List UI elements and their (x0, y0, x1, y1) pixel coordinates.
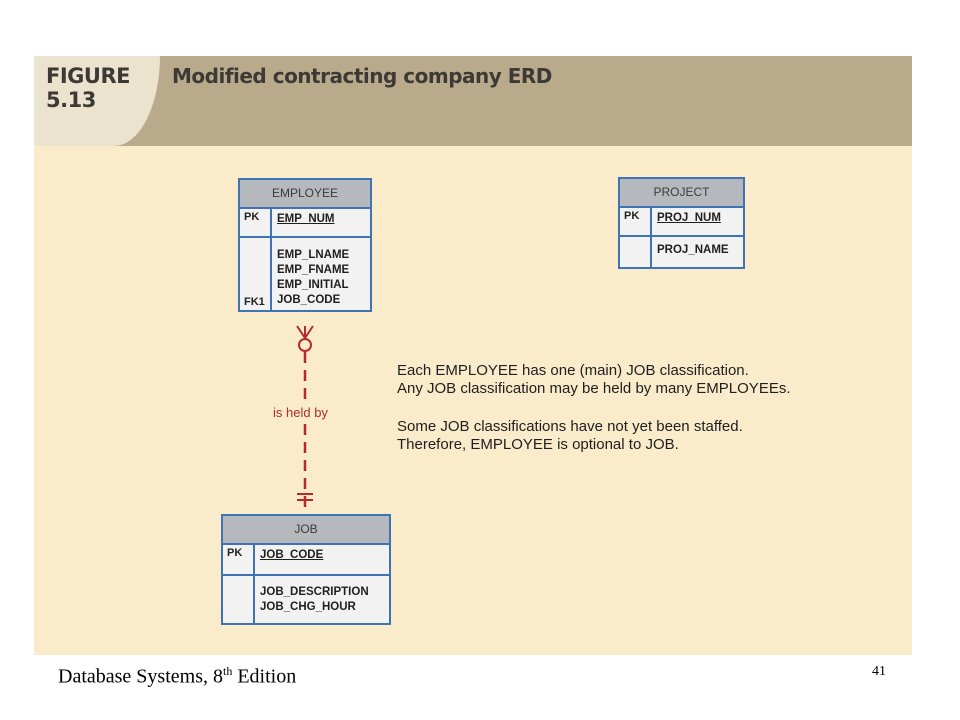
diagram-notes: Each EMPLOYEE has one (main) JOB classif… (397, 362, 791, 454)
pk-attribute: PROJ_NUM (652, 208, 743, 235)
attribute: JOB_CHG_HOUR (260, 601, 356, 613)
fk-key: FK1 (240, 238, 272, 310)
attribute-list: JOB_DESCRIPTION JOB_CHG_HOUR (255, 576, 389, 623)
key-spacer (223, 576, 255, 623)
note-line: Any JOB classification may be held by ma… (397, 380, 791, 397)
book-edition-sup: th (222, 664, 233, 678)
entity-name: JOB (223, 516, 389, 545)
figure-panel: FIGURE 5.13 Modified contracting company… (34, 56, 912, 655)
book-name: Database Systems, 8 (58, 665, 223, 688)
pk-attribute-name: JOB_CODE (260, 549, 324, 561)
pk-attribute: EMP_NUM (272, 209, 370, 236)
note-line: Each EMPLOYEE has one (main) JOB classif… (397, 362, 749, 379)
pk-key: PK (240, 209, 272, 236)
pk-attribute-name: PROJ_NUM (657, 212, 721, 224)
pk-key: PK (620, 208, 652, 235)
attribute-list: PROJ_NAME (652, 237, 743, 267)
pk-row: PK JOB_CODE (223, 545, 389, 576)
attribute-row: FK1 EMP_LNAME EMP_FNAME EMP_INITIAL JOB_… (240, 238, 370, 310)
book-suffix: Edition (232, 665, 297, 688)
pk-attribute-name: EMP_NUM (277, 213, 335, 225)
figure-label-word: FIGURE (46, 64, 130, 88)
figure-label: FIGURE 5.13 (46, 64, 130, 112)
pk-key: PK (223, 545, 255, 574)
attribute-row: PROJ_NAME (620, 237, 743, 267)
figure-tab (34, 56, 160, 146)
figure-header: FIGURE 5.13 Modified contracting company… (34, 56, 912, 146)
pk-attribute: JOB_CODE (255, 545, 389, 574)
entity-name: PROJECT (620, 179, 743, 208)
entity-name: EMPLOYEE (240, 180, 370, 209)
note-line: Some JOB classifications have not yet be… (397, 418, 743, 435)
page-number: 41 (872, 664, 886, 679)
attribute-row: JOB_DESCRIPTION JOB_CHG_HOUR (223, 576, 389, 623)
project-entity: PROJECT PK PROJ_NUM PROJ_NAME (618, 177, 745, 269)
attribute: PROJ_NAME (657, 244, 729, 256)
figure-number: 5.13 (46, 88, 96, 112)
book-title: Database Systems, 8th Edition (58, 664, 296, 689)
attribute: JOB_CODE (277, 294, 341, 306)
pk-row: PK EMP_NUM (240, 209, 370, 238)
note-line: Therefore, EMPLOYEE is optional to JOB. (397, 436, 679, 453)
employee-entity: EMPLOYEE PK EMP_NUM FK1 EMP_LNAME EMP_FN… (238, 178, 372, 312)
attribute-list: EMP_LNAME EMP_FNAME EMP_INITIAL JOB_CODE (272, 238, 370, 310)
pk-row: PK PROJ_NUM (620, 208, 743, 237)
relationship-label: is held by (271, 405, 330, 420)
figure-title: Modified contracting company ERD (172, 64, 552, 88)
attribute: EMP_FNAME (277, 264, 350, 276)
note-gap (397, 398, 791, 418)
job-entity: JOB PK JOB_CODE JOB_DESCRIPTION JOB_CHG_… (221, 514, 391, 625)
attribute: JOB_DESCRIPTION (260, 586, 369, 598)
attribute: EMP_INITIAL (277, 279, 349, 291)
key-spacer (620, 237, 652, 267)
attribute: EMP_LNAME (277, 249, 350, 261)
